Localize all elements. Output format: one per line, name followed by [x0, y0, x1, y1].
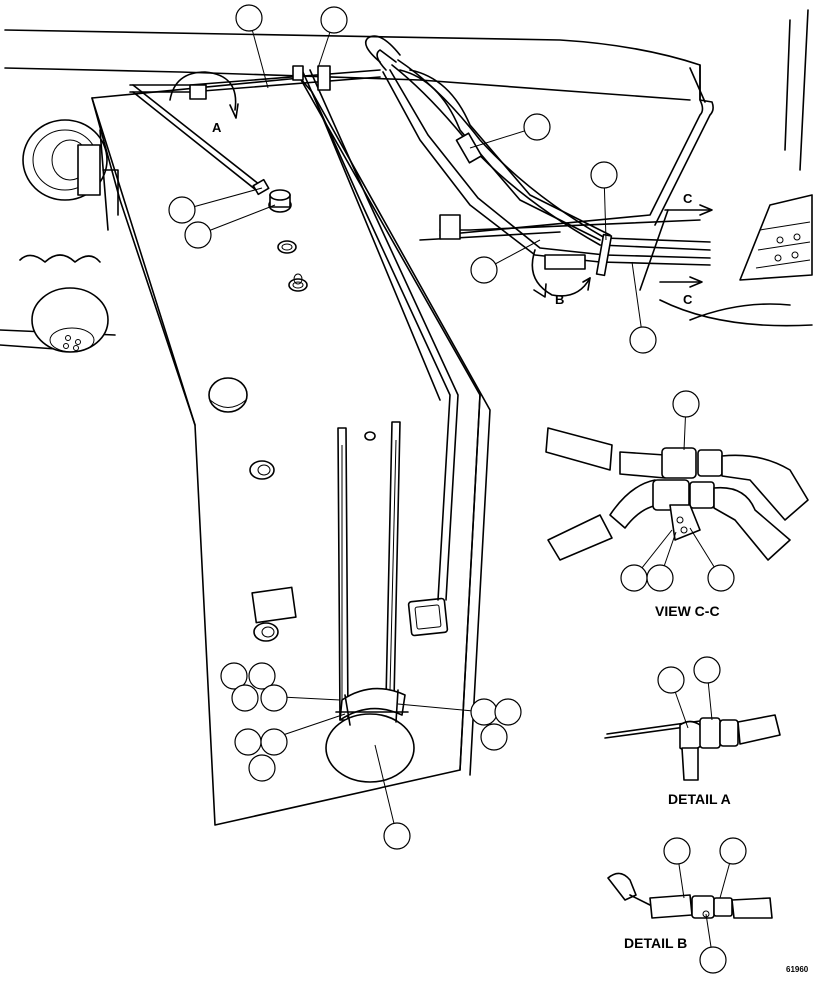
drain-strap-assembly — [325, 687, 415, 783]
callout-circle — [260, 684, 288, 712]
callout-circle — [620, 564, 648, 592]
callout-circle — [693, 656, 721, 684]
line-clamps — [189, 65, 613, 277]
callout-circle — [699, 946, 727, 974]
detail-b-inset: DETAIL B — [607, 872, 773, 951]
callout-circle — [168, 196, 196, 224]
tank-cap — [208, 377, 248, 413]
callout-circle — [235, 4, 263, 32]
access-cover-plate — [407, 597, 449, 637]
callout-circle — [383, 822, 411, 850]
caption-view-cc: VIEW C-C — [655, 603, 720, 619]
callout-circle — [719, 837, 747, 865]
detail-a-inset: DETAIL A — [604, 714, 781, 807]
machine-frame — [0, 9, 813, 351]
left-round-lens — [19, 254, 109, 353]
fuel-tank — [91, 77, 491, 826]
sight-gauge — [337, 421, 401, 721]
callout-circle — [220, 662, 248, 690]
callout-circle — [260, 728, 288, 756]
callout-circle — [590, 161, 618, 189]
callout-circle — [231, 684, 259, 712]
view-letter-a: A — [212, 120, 222, 135]
view-letter-c-top: C — [683, 191, 693, 206]
callout-circle — [657, 666, 685, 694]
callout-circle — [629, 326, 657, 354]
view-cc-inset: VIEW C-C — [545, 427, 809, 619]
callout-circle — [480, 723, 508, 751]
view-letter-b: B — [555, 292, 564, 307]
callout-circles — [168, 4, 747, 974]
tank-fill-fittings — [268, 189, 308, 292]
callout-circle — [523, 113, 551, 141]
callout-circle — [234, 728, 262, 756]
callout-circle — [248, 754, 276, 782]
callout-circle — [470, 698, 498, 726]
caption-detail-b: DETAIL B — [624, 935, 687, 951]
callout-circle — [248, 662, 276, 690]
reference-number: 61960 — [786, 965, 809, 974]
view-indicators: A B C C — [169, 71, 713, 307]
callout-circle — [184, 221, 212, 249]
tank-side-ports — [249, 431, 376, 642]
left-lamp-housing — [22, 119, 108, 201]
callout-circle — [494, 698, 522, 726]
callout-circle — [707, 564, 735, 592]
view-letter-c-bottom: C — [683, 292, 693, 307]
callout-circle — [646, 564, 674, 592]
caption-detail-a: DETAIL A — [668, 791, 731, 807]
callout-circle — [470, 256, 498, 284]
callout-circle — [320, 6, 348, 34]
callout-circle — [663, 837, 691, 865]
callout-circle — [672, 390, 700, 418]
